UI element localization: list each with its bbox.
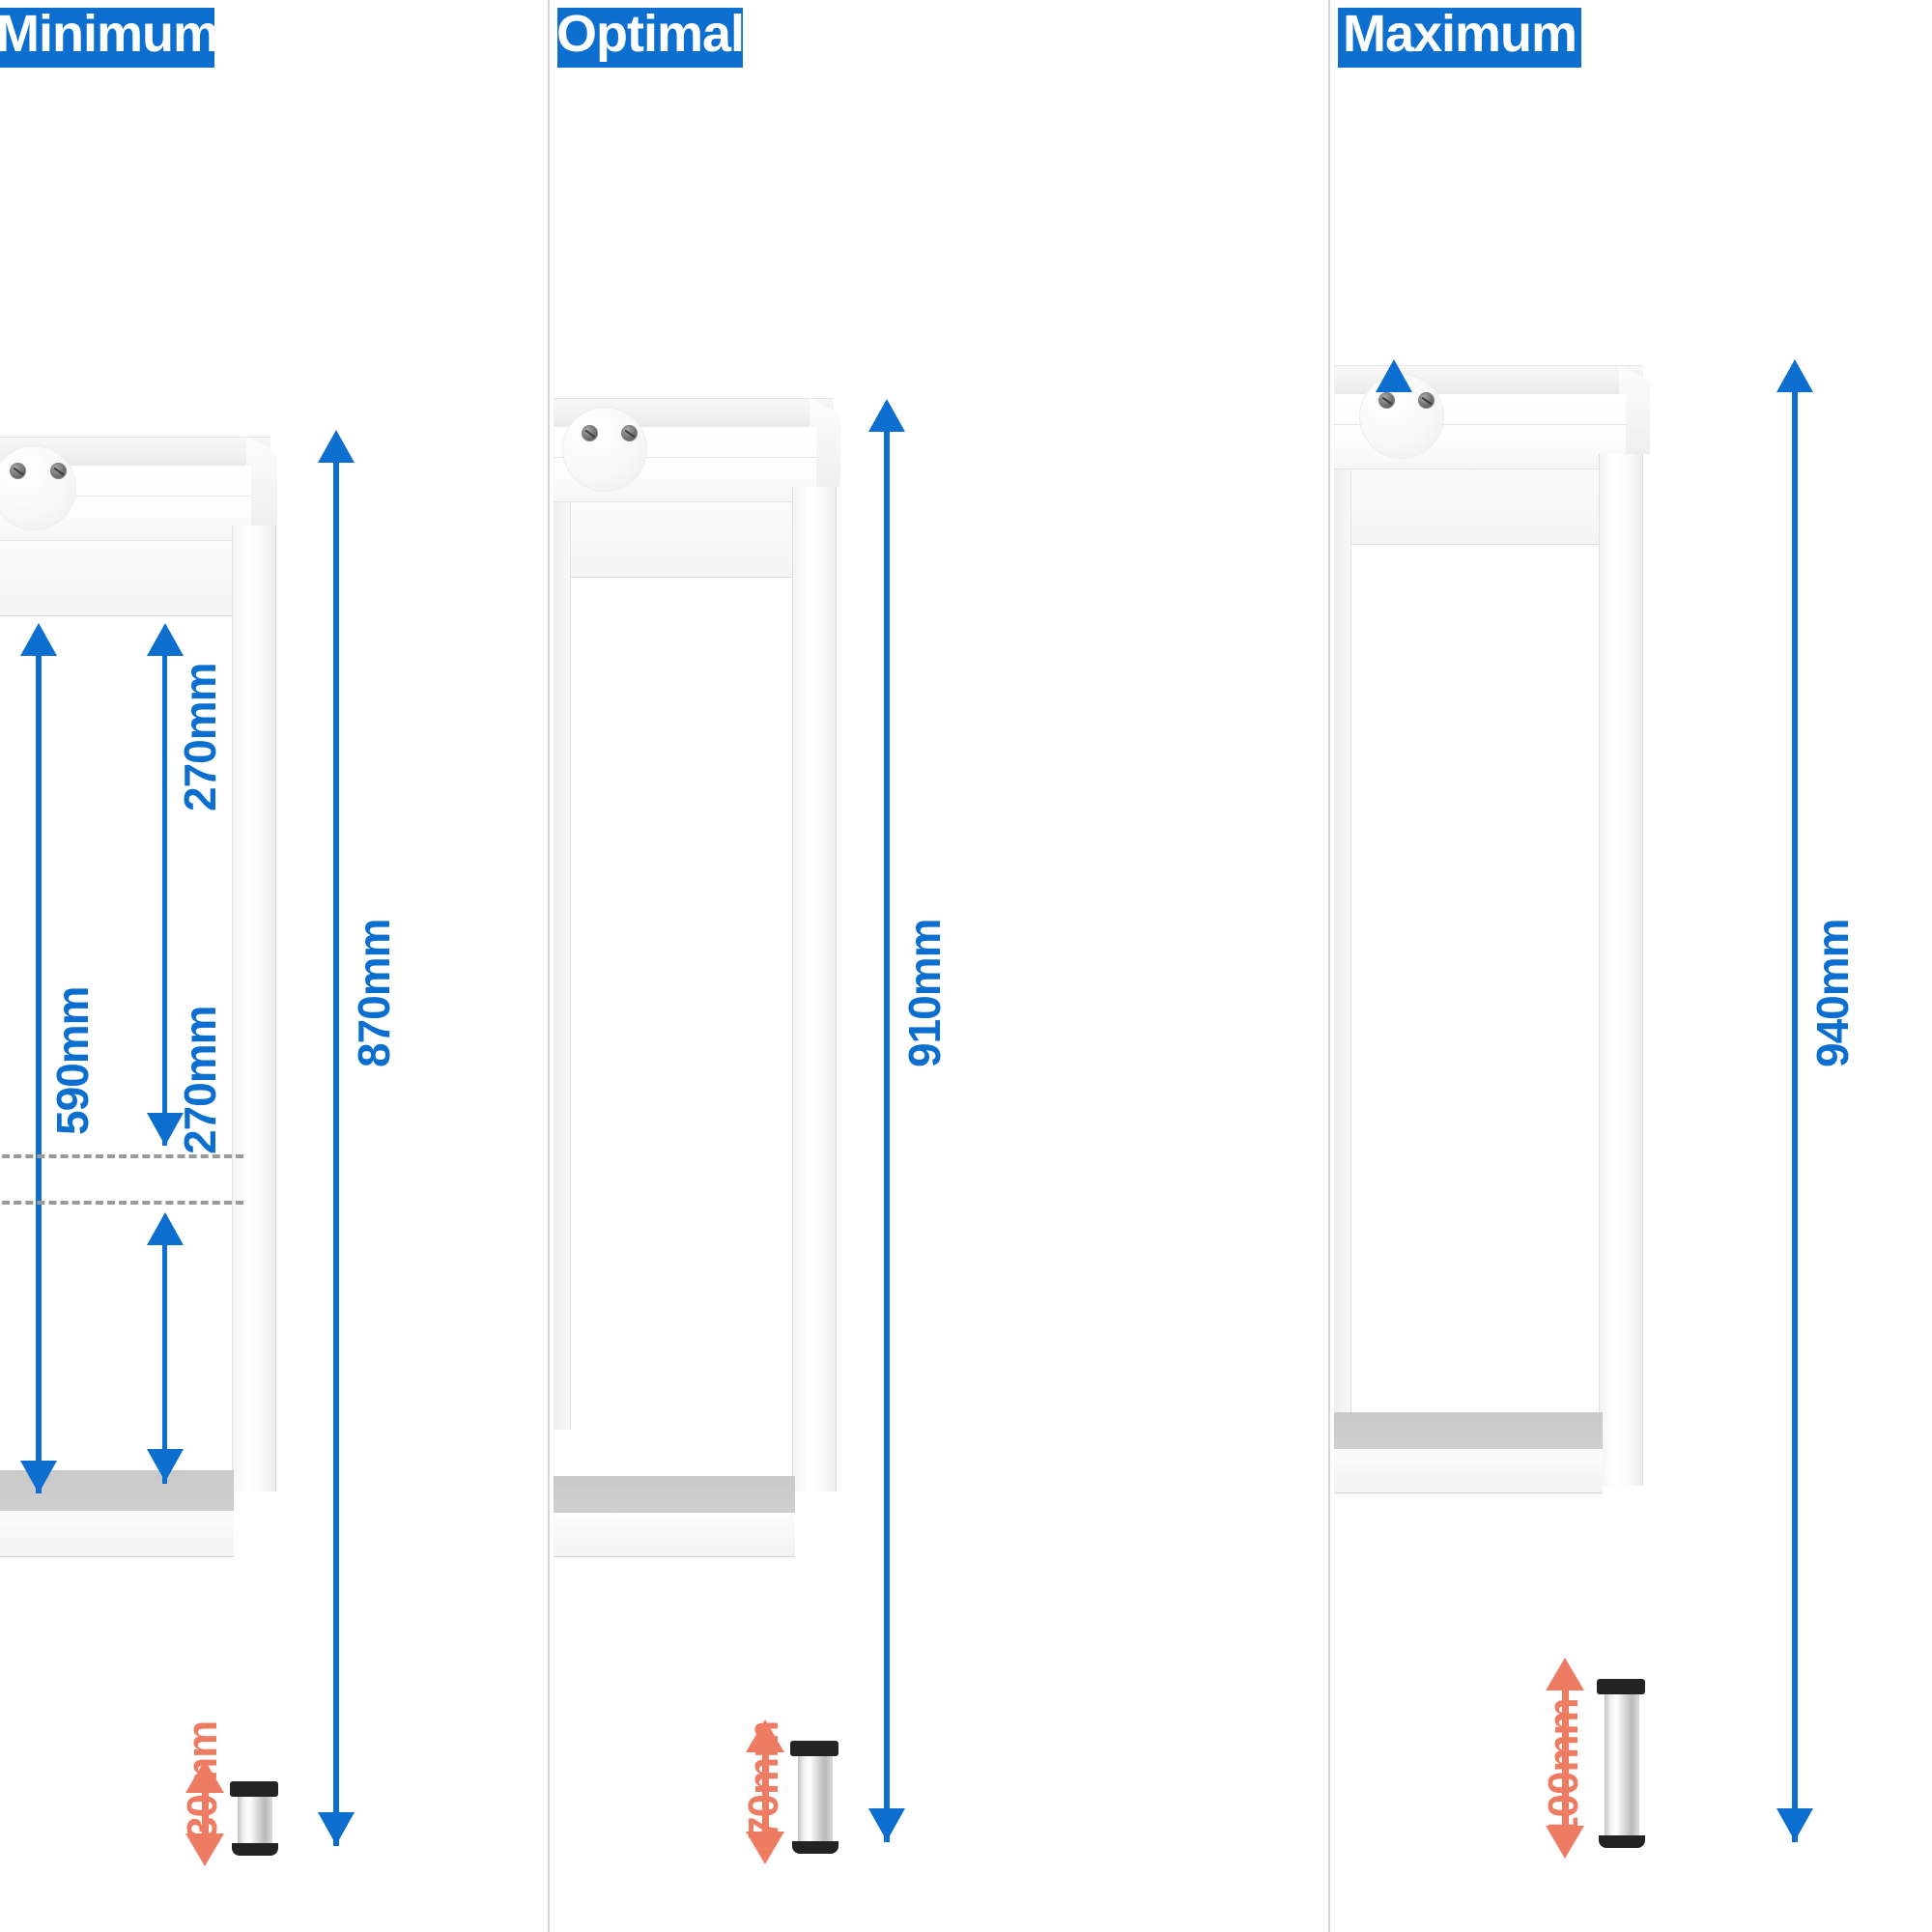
panel-banner-optimal-label: Optimal	[555, 5, 745, 63]
dimension-940mm-label: 940mm	[1807, 919, 1858, 1067]
reference-dash-lower	[0, 1201, 243, 1205]
bracket-screw-right	[1418, 392, 1435, 409]
table-apron-seam	[0, 496, 251, 497]
foot-base-pad	[232, 1843, 278, 1856]
adjustable-foot	[238, 1797, 272, 1847]
panel-banner-minimum-label: Minimum	[0, 5, 219, 63]
adjustable-foot	[1605, 1694, 1639, 1839]
undershelf-top-face	[554, 1476, 795, 1513]
dimension-270mm-lower-label: 270mm	[175, 1006, 225, 1154]
table-frame-rail	[1334, 469, 1603, 545]
panel-divider-1	[548, 0, 550, 1932]
undershelf-front-face	[0, 1511, 234, 1557]
mounting-bracket	[563, 408, 646, 491]
bracket-screw-left	[10, 463, 26, 479]
bracket-screw-left	[582, 425, 598, 441]
table-top-bevel	[246, 437, 277, 526]
foot-adjust-70mm-label: 70mm	[740, 1720, 787, 1840]
table-far-leg	[554, 502, 571, 1430]
dimension-910mm-label: 910mm	[899, 919, 950, 1067]
table-frame-rail	[0, 541, 234, 616]
undershelf-front-face	[1334, 1449, 1603, 1493]
table-apron-seam	[1334, 424, 1626, 425]
table-near-leg	[792, 487, 837, 1492]
dimension-870mm-label: 870mm	[349, 919, 399, 1067]
panel-banner-minimum: Minimum	[0, 5, 219, 68]
table-far-leg	[1334, 469, 1351, 1416]
panel-banner-maximum: Maximum	[1338, 5, 1581, 68]
undershelf-top-face	[1334, 1412, 1603, 1449]
foot-collar	[1597, 1679, 1645, 1694]
bracket-screw-left	[1378, 392, 1395, 409]
foot-adjust-100mm-label: 100mm	[1540, 1698, 1587, 1840]
foot-collar	[790, 1741, 838, 1756]
table-near-leg	[1599, 454, 1643, 1486]
foot-collar	[230, 1781, 278, 1797]
panel-banner-maximum-label: Maximum	[1342, 5, 1577, 63]
dimension-590mm-label: 590mm	[47, 986, 98, 1135]
dimension-270mm-upper-label: 270mm	[175, 663, 225, 811]
panel-divider-2	[1328, 0, 1330, 1932]
bracket-screw-right	[50, 463, 67, 479]
mounting-bracket	[0, 446, 75, 529]
reference-dash-upper	[0, 1154, 243, 1158]
adjustable-foot	[798, 1756, 833, 1845]
foot-base-pad	[792, 1841, 838, 1854]
foot-adjust-30mm-label: 30mm	[179, 1720, 226, 1840]
foot-base-pad	[1599, 1835, 1645, 1848]
bracket-screw-right	[621, 425, 638, 441]
table-apron-seam	[554, 457, 816, 458]
table-near-leg	[232, 526, 276, 1492]
panel-banner-optimal: Optimal	[556, 5, 745, 68]
table-frame-rail	[554, 502, 795, 578]
undershelf-front-face	[554, 1513, 795, 1557]
